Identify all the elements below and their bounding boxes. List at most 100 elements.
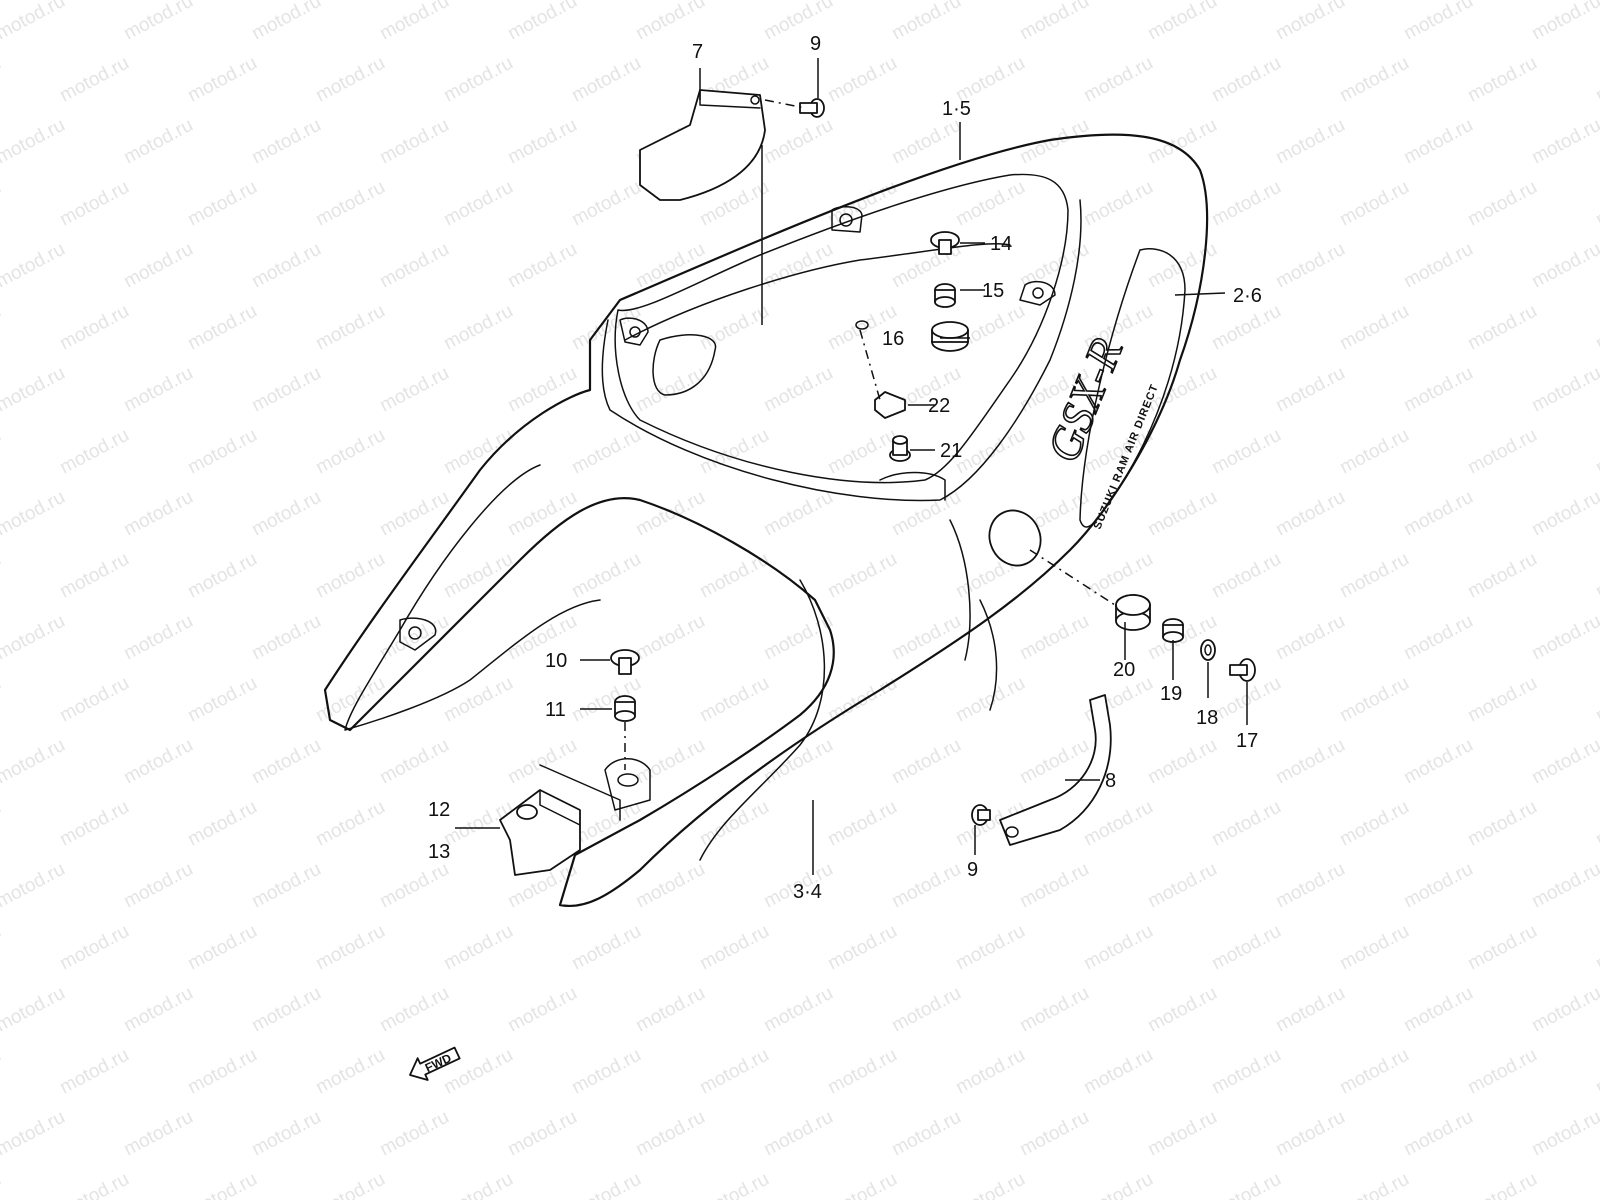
callout-10: 10: [545, 650, 567, 672]
watermark-text: motod.ru: [0, 673, 5, 727]
watermark-text: motod.ru: [1272, 115, 1348, 169]
watermark-text: motod.ru: [1464, 301, 1540, 355]
watermark-text: motod.ru: [120, 487, 196, 541]
watermark-text: motod.ru: [568, 425, 644, 479]
watermark-text: motod.ru: [184, 1169, 260, 1200]
fwd-label: FWD: [423, 1051, 454, 1075]
watermark-text: motod.ru: [1336, 797, 1412, 851]
watermark-text: motod.ru: [696, 425, 772, 479]
watermark-text: motod.ru: [312, 425, 388, 479]
callout-7: 7: [692, 41, 703, 63]
watermark-text: motod.ru: [1336, 53, 1412, 107]
watermark-text: motod.ru: [888, 735, 964, 789]
watermark-text: motod.ru: [248, 735, 324, 789]
part-7-cover: [639, 89, 766, 201]
lower-hardware-parts: [499, 649, 640, 876]
watermark-text: motod.ru: [56, 177, 132, 231]
watermark-text: motod.ru: [632, 1107, 708, 1161]
watermark-text: motod.ru: [1528, 363, 1600, 417]
watermark-text: motod.ru: [952, 673, 1028, 727]
watermark-text: motod.ru: [248, 115, 324, 169]
watermark-text: motod.ru: [0, 363, 69, 417]
watermark-text: motod.ru: [760, 115, 836, 169]
watermark-text: motod.ru: [1080, 549, 1156, 603]
watermark-text: motod.ru: [0, 53, 5, 107]
watermark-text: motod.ru: [1464, 1045, 1540, 1099]
watermark-text: motod.ru: [1016, 1107, 1092, 1161]
callout-12: 12: [428, 799, 450, 821]
watermark-text: motod.ru: [760, 363, 836, 417]
watermark-text: motod.ru: [760, 239, 836, 293]
watermark-text: motod.ru: [1272, 487, 1348, 541]
watermark-text: motod.ru: [312, 797, 388, 851]
watermark-text: motod.ru: [1016, 983, 1092, 1037]
watermark-text: motod.ru: [504, 1107, 580, 1161]
watermark-text: motod.ru: [1400, 983, 1476, 1037]
watermark-text: motod.ru: [1528, 983, 1600, 1037]
watermark-text: motod.ru: [184, 797, 260, 851]
watermark-text: motod.ru: [504, 115, 580, 169]
watermark-text: motod.ru: [1272, 859, 1348, 913]
watermark-text: motod.ru: [248, 239, 324, 293]
watermark-text: motod.ru: [568, 1169, 644, 1200]
callout-9-lower: 9: [967, 859, 978, 881]
watermark-text: motod.ru: [56, 425, 132, 479]
watermark-text: motod.ru: [0, 177, 5, 231]
watermark-text: motod.ru: [56, 549, 132, 603]
watermark-text: motod.ru: [1080, 797, 1156, 851]
watermark-text: motod.ru: [120, 1107, 196, 1161]
watermark-text: motod.ru: [1400, 239, 1476, 293]
watermark-text: motod.ru: [632, 611, 708, 665]
watermark-text: motod.ru: [1336, 1169, 1412, 1200]
callout-labels: 7 9 1·5 14 15 2·6 16 22 21 10 11 12 13 2…: [428, 33, 1262, 903]
watermark-text: motod.ru: [312, 301, 388, 355]
watermark-text: motod.ru: [0, 611, 69, 665]
watermark-text: motod.ru: [1528, 487, 1600, 541]
watermark-text: motod.ru: [1528, 115, 1600, 169]
watermark-text: motod.ru: [1080, 1169, 1156, 1200]
watermark-text: motod.ru: [440, 177, 516, 231]
watermark-text: motod.ru: [56, 921, 132, 975]
watermark-text: motod.ru: [696, 301, 772, 355]
watermark-text: motod.ru: [120, 363, 196, 417]
watermark-text: motod.ru: [632, 0, 708, 44]
watermark-text: motod.ru: [824, 425, 900, 479]
watermark-text: motod.ru: [248, 0, 324, 44]
watermark-text: motod.ru: [0, 487, 69, 541]
watermark-text: motod.ru: [696, 1169, 772, 1200]
watermark-text: motod.ru: [120, 983, 196, 1037]
part-8-bracket: [971, 694, 1112, 846]
rear-bolt-parts: [1115, 594, 1256, 682]
watermark-text: motod.ru: [1592, 177, 1600, 231]
watermark-text: motod.ru: [504, 983, 580, 1037]
watermark-text: motod.ru: [120, 859, 196, 913]
watermark-text: motod.ru: [632, 983, 708, 1037]
watermark-text: motod.ru: [888, 983, 964, 1037]
watermark-text: motod.ru: [1336, 1045, 1412, 1099]
watermark-text: motod.ru: [696, 673, 772, 727]
watermark-text: motod.ru: [120, 735, 196, 789]
watermark-text: motod.ru: [248, 611, 324, 665]
watermark-text: motod.ru: [888, 115, 964, 169]
watermark-text: motod.ru: [824, 177, 900, 231]
watermark-text: motod.ru: [568, 921, 644, 975]
watermark-text: motod.ru: [1144, 0, 1220, 44]
watermark-text: motod.ru: [504, 363, 580, 417]
watermark-text: motod.ru: [1016, 115, 1092, 169]
watermark-text: motod.ru: [696, 1045, 772, 1099]
watermark-text: motod.ru: [376, 983, 452, 1037]
watermark-text: motod.ru: [0, 549, 5, 603]
watermark-text: motod.ru: [0, 115, 69, 169]
watermark-text: motod.ru: [1336, 549, 1412, 603]
watermark-text: motod.ru: [1016, 611, 1092, 665]
watermark-text: motod.ru: [0, 239, 69, 293]
watermark-text: motod.ru: [0, 1169, 5, 1200]
watermark-text: motod.ru: [1272, 983, 1348, 1037]
watermark-text: motod.ru: [56, 1045, 132, 1099]
watermark-text: motod.ru: [888, 0, 964, 44]
watermark-text: motod.ru: [1208, 177, 1284, 231]
watermark-text: motod.ru: [1528, 859, 1600, 913]
watermark-text: motod.ru: [888, 611, 964, 665]
watermark-text: motod.ru: [0, 983, 69, 1037]
watermark-text: motod.ru: [760, 487, 836, 541]
